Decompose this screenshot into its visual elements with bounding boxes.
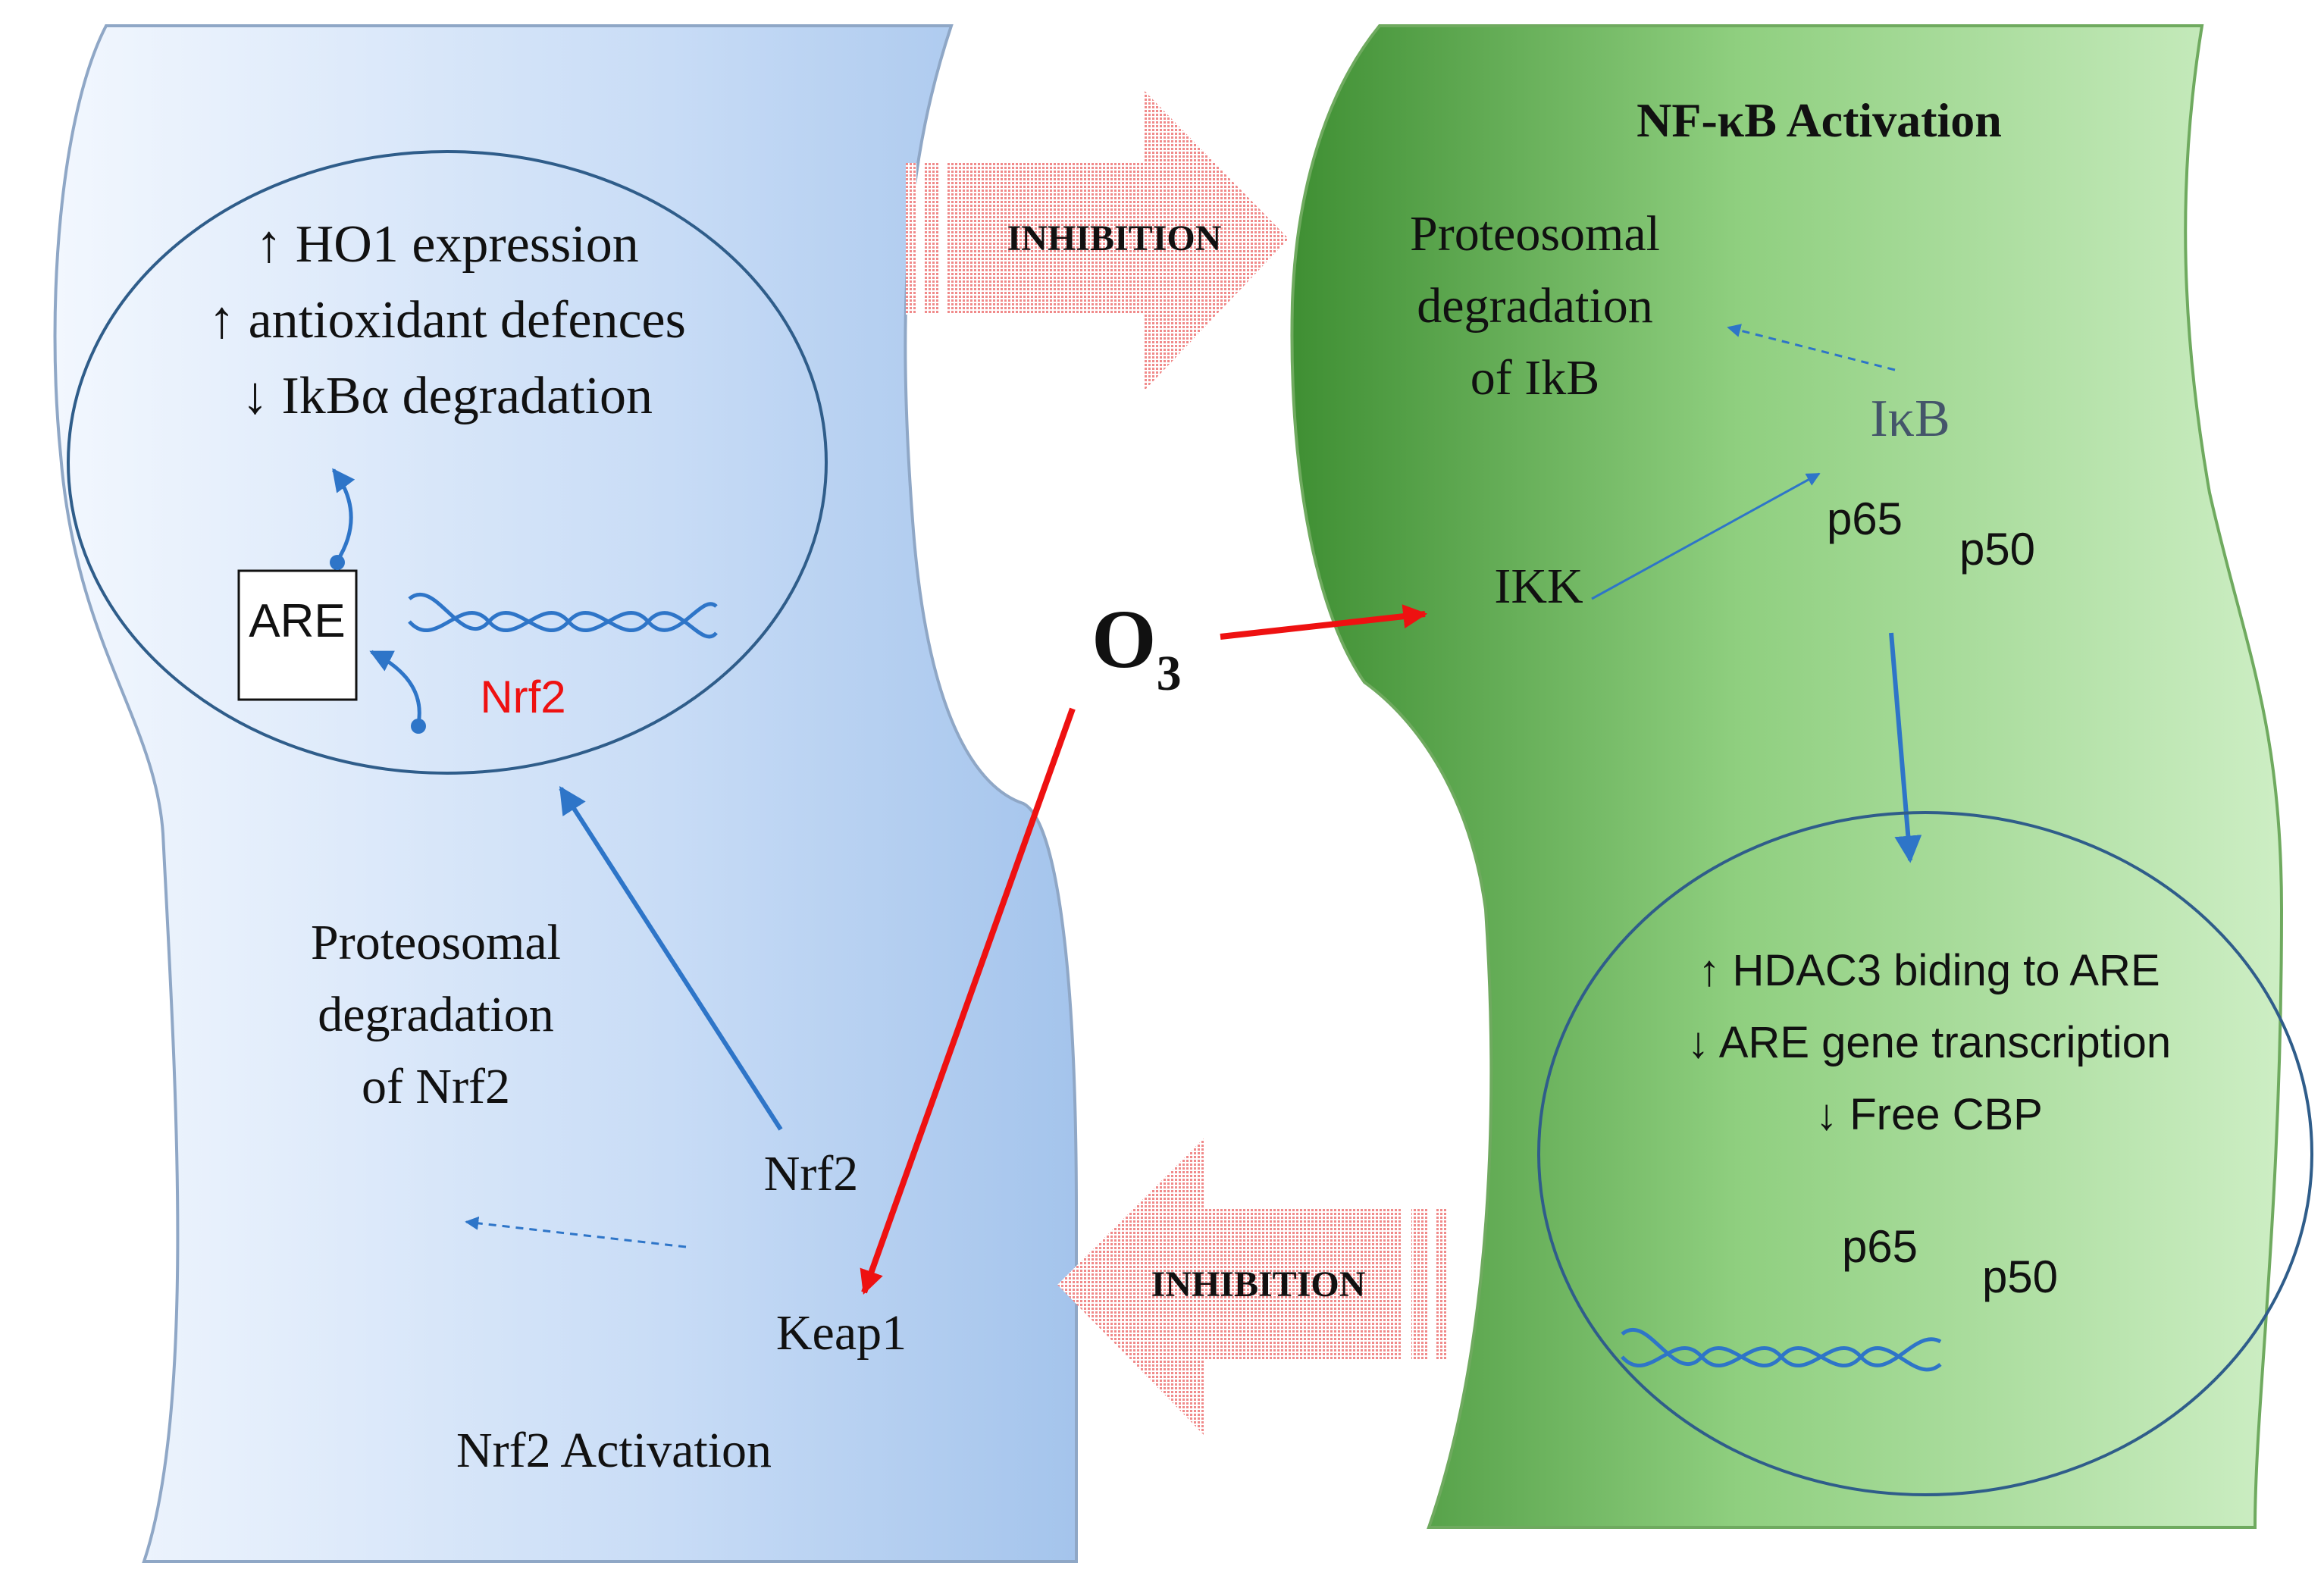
keap1-label: Keap1 [776,1305,907,1361]
ozone-base: O [1092,593,1157,685]
proteosomal-ikb-line3: of IkB [1471,350,1599,406]
nrf2-to-are-curved-arrow [369,650,421,725]
are-transcription-text: ↓ ARE gene transcription [1687,1018,2171,1067]
proteosomal-nrf2-line3: of Nrf2 [362,1059,510,1114]
nfkb-nucleus [1537,811,2313,1496]
keap1-to-proteosome-dashed-arrow [465,1216,687,1248]
are-label: ARE [249,595,345,647]
inhibition-top-label: INHIBITION [1007,218,1222,258]
nfkb-activation-title: NF-κB Activation [1637,93,2002,147]
p65-bottom-label: p65 [1842,1221,1918,1272]
free-cbp-text: ↓ Free CBP [1815,1090,2043,1139]
ikk-label: IKK [1494,559,1583,614]
are-up-curved-arrow [331,468,355,562]
nrf2-nucleus [67,150,828,775]
nrf2-nuclear-label: Nrf2 [480,672,565,722]
inhibition-top-arrow [906,91,1289,390]
ikba-degradation-text: ↓ IkBα degradation [242,367,653,425]
nrf2-to-nucleus-arrow [559,785,783,1131]
proteosomal-nrf2-line1: Proteosomal [311,915,561,970]
proteosomal-ikb-line2: degradation [1417,278,1653,334]
are-box [237,569,358,701]
nrf2-bottom-dot [411,719,426,734]
p65-top-label: p65 [1827,493,1903,544]
nrf2-activation-title: Nrf2 Activation [456,1423,772,1478]
ho1-expression-text: ↑ HO1 expression [255,215,638,274]
ozone-label: O3 [1092,593,1182,701]
nfkb-to-nucleus-arrow [1889,632,1922,863]
antioxidant-defences-text: ↑ antioxidant defences [208,291,686,349]
proteosomal-nrf2-line2: degradation [318,987,554,1042]
nrf2-cytoplasm-label: Nrf2 [764,1146,859,1201]
inhibition-bottom-arrow [1057,1137,1447,1436]
ozone-subscript: 3 [1157,646,1182,701]
ikb-label: IκB [1870,390,1950,448]
are-up-dot [330,555,345,570]
p50-top-label: p50 [1959,524,2035,575]
hdac3-binding-text: ↑ HDAC3 biding to ARE [1698,946,2160,995]
ikk-to-ikb-arrow [1591,472,1821,600]
proteosomal-ikb-line1: Proteosomal [1410,206,1660,262]
ozone-to-ikk-arrow [1220,604,1428,640]
inhibition-bottom-label: INHIBITION [1151,1264,1366,1305]
dna-helix-right-icon [1621,1327,1942,1372]
p50-bottom-label: p50 [1982,1251,2058,1302]
ozone-to-keap1-arrow [860,707,1076,1295]
ikb-to-proteosome-dashed-arrow [1727,324,1896,371]
dna-helix-left-icon [408,592,718,639]
